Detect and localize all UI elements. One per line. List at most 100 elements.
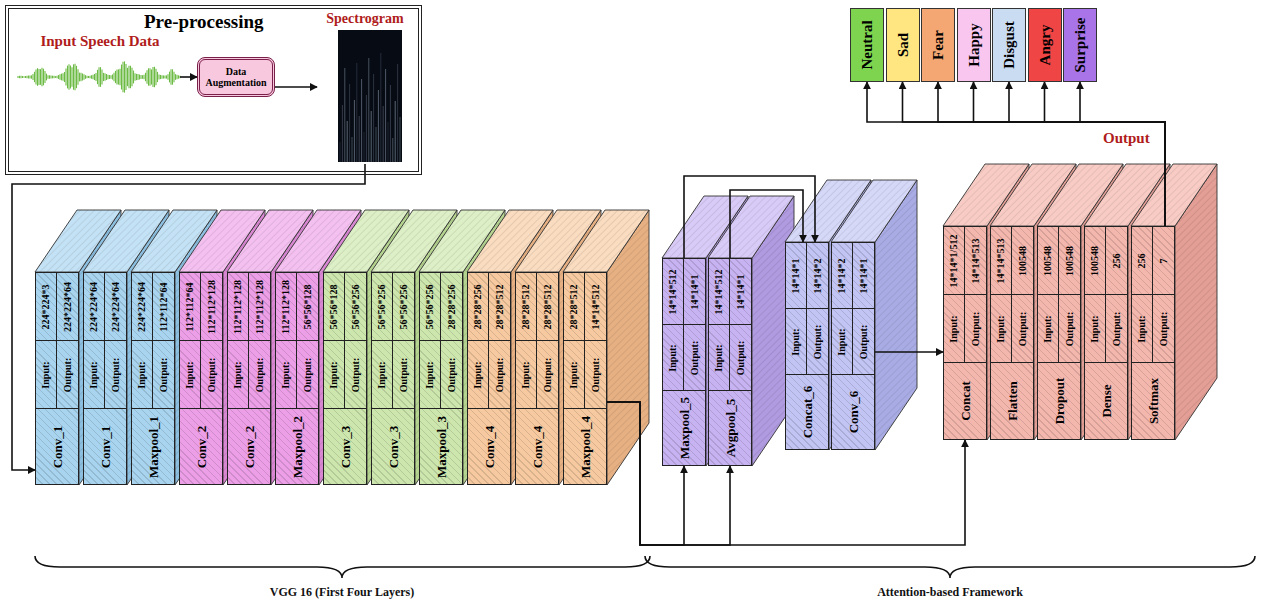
wave-stroke: [151, 69, 152, 84]
wave-stroke: [35, 69, 36, 84]
bracket-label: VGG 16 (First Four Layers): [270, 585, 414, 600]
cell: Input:: [709, 325, 730, 391]
box-text: Data Augmentation: [200, 66, 272, 89]
wave-stroke: [92, 75, 93, 80]
cell: Output:: [297, 341, 318, 409]
cell: 28*28*512: [516, 273, 537, 341]
wave-stroke: [110, 75, 111, 79]
wave-stroke: [58, 75, 59, 79]
wave-stroke: [98, 67, 99, 87]
rotated-text: Input:: [569, 361, 579, 388]
cell: Angry: [1029, 9, 1061, 81]
wave-stroke: [73, 64, 74, 89]
rotated-text: 28*28*512: [521, 284, 531, 329]
cell: Conv_1: [84, 409, 126, 484]
cell: 14*14*2: [832, 243, 853, 309]
waveform: [18, 61, 180, 92]
rotated-text: Conv_1: [51, 425, 64, 468]
cell: Input:: [1132, 295, 1153, 363]
rotated-text: Softmax: [1147, 378, 1160, 424]
cell: Maxpool_1: [132, 409, 174, 484]
spectrogram-texture: [340, 53, 400, 162]
wave-stroke: [62, 73, 63, 80]
rotated-text: 100548: [1090, 246, 1100, 276]
cell: 14*14*2: [807, 243, 828, 309]
spectrogram-streak: [368, 58, 369, 162]
cell: Input:: [132, 341, 153, 409]
rotated-text: Dense: [1100, 384, 1113, 417]
wave-stroke: [68, 64, 69, 89]
rotated-text: Output:: [813, 324, 823, 358]
layer-block: 2567Input:Output:Softmax: [1131, 226, 1175, 440]
cell: Output:: [249, 341, 270, 409]
class-box: Disgust: [992, 8, 1026, 82]
cell: Surprise: [1064, 9, 1096, 81]
cell: Input:: [36, 341, 57, 409]
class-box: Happy: [957, 8, 991, 82]
cell: Output:: [393, 341, 414, 409]
layer-block: 112*112*64112*112*128Input:Output:Conv_2: [179, 272, 223, 485]
rotated-text: 28*28*512: [569, 284, 579, 329]
cell: Input:: [180, 341, 201, 409]
wave-stroke: [178, 75, 179, 78]
rotated-text: 14*14*2: [813, 258, 823, 293]
wave-stroke: [118, 69, 119, 84]
wave-stroke: [79, 73, 80, 82]
cell: Fear: [922, 9, 954, 81]
cell: 256: [1106, 227, 1127, 295]
wave-stroke: [61, 74, 62, 81]
rotated-text: Output:: [543, 357, 553, 391]
rotated-text: Conv_3: [387, 425, 400, 468]
rotated-text: 256: [1137, 253, 1147, 268]
rotated-text: Disgust: [1002, 21, 1017, 69]
connector: [903, 82, 1166, 226]
spectrogram-streak: [383, 106, 384, 162]
cell: Input:: [1038, 295, 1059, 363]
rotated-text: 28*28*512: [495, 284, 505, 329]
rotated-text: Input:: [329, 361, 339, 388]
layer-block: 112*112*128112*112*128Input:Output:Conv_…: [227, 272, 271, 485]
cell: 7: [1153, 227, 1174, 295]
wave-stroke: [46, 74, 47, 81]
spectrogram-streak: [397, 64, 398, 162]
cell: Output:: [489, 341, 510, 409]
rotated-text: Happy: [966, 23, 981, 66]
top-face-hatch: [1131, 164, 1217, 226]
spectrogram-streak: [356, 63, 357, 162]
layer-block: 224*224*64112*112*64Input:Output:Maxpool…: [131, 272, 175, 485]
connector: [875, 351, 943, 353]
cell: 14*14*513: [991, 227, 1012, 295]
cell: 224*224*64: [132, 273, 153, 341]
wave-stroke: [136, 74, 137, 80]
wave-stroke: [112, 74, 113, 79]
wave-stroke: [152, 67, 153, 87]
class-box: Surprise: [1063, 8, 1097, 82]
layer-block: 14*14*51214*14*1Input:Output:Maxpool_5: [662, 258, 706, 466]
rotated-text: Conv_6: [847, 391, 860, 434]
wave-stroke: [74, 64, 75, 90]
cell: Input:: [468, 341, 489, 409]
rotated-text: Input:: [668, 344, 678, 371]
rotated-text: Input:: [1043, 315, 1053, 342]
cell: Input:: [516, 341, 537, 409]
rotated-text: 112*112*128: [255, 280, 265, 334]
wave-stroke: [128, 66, 129, 88]
rotated-text: Output:: [63, 357, 73, 391]
cell: 28*28*512: [537, 273, 558, 341]
wave-stroke: [94, 74, 95, 80]
spectrogram-streak: [390, 85, 391, 162]
wave-stroke: [100, 67, 101, 87]
rotated-text: Conv_1: [99, 425, 112, 468]
connector: [1080, 82, 1165, 226]
layer-block: 56*56*25628*28*256Input:Output:Maxpool_3: [419, 272, 463, 485]
wave-stroke: [161, 75, 162, 79]
cell: 224*224*64: [84, 273, 105, 341]
wave-stroke: [116, 70, 117, 85]
rotated-text: 14*14*512: [668, 269, 678, 314]
wave-stroke: [82, 73, 83, 80]
cell: Avgpool_5: [709, 391, 751, 465]
cell: Output:: [441, 341, 462, 409]
connector: [1009, 82, 1165, 226]
cell: 14*14*512: [709, 259, 730, 325]
rotated-text: Avgpool_5: [724, 399, 737, 457]
